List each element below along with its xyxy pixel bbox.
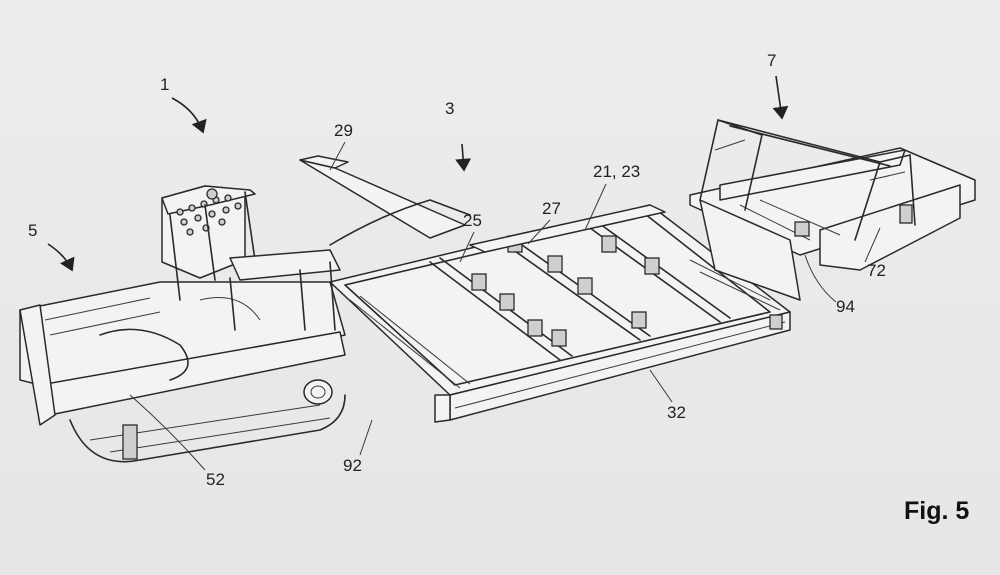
label-32: 32 [667,403,686,422]
label-27: 27 [542,199,561,218]
label-1: 1 [160,75,169,94]
label-52: 52 [206,470,225,489]
label-25: 25 [463,211,482,230]
label-72: 72 [867,261,886,280]
figure-caption: Fig. 5 [904,497,969,525]
label-3: 3 [445,99,454,118]
beam-29 [300,156,470,245]
label-94: 94 [836,297,855,316]
label-7: 7 [767,51,776,70]
label-21-23: 21, 23 [593,162,640,181]
label-92: 92 [343,456,362,475]
rear-frame-module [20,282,345,462]
label-5: 5 [28,221,37,240]
label-29: 29 [334,121,353,140]
